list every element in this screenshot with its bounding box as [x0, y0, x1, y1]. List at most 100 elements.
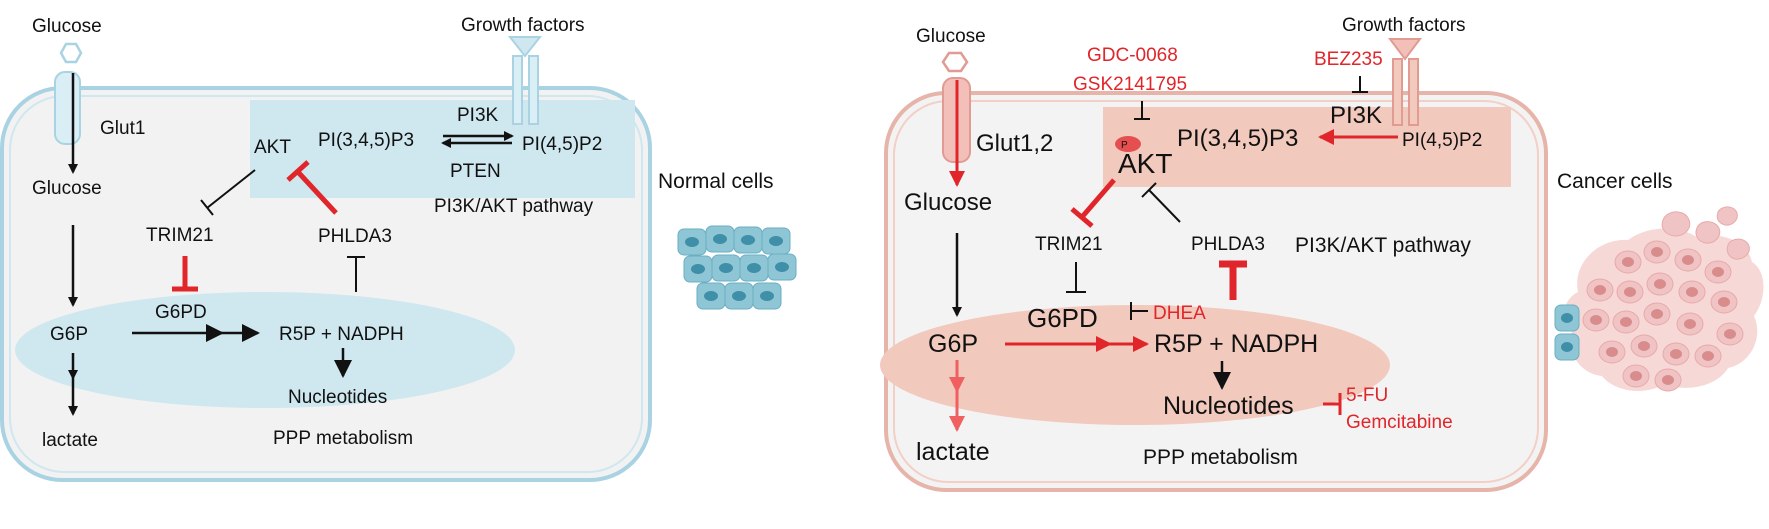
cancer-cell-outlier: [1716, 206, 1738, 226]
normal-cell: [752, 282, 782, 310]
normal-pten-label: PTEN: [450, 161, 501, 182]
normal-akt-label: AKT: [254, 137, 291, 158]
normal-nucleotides-label: Nucleotides: [288, 387, 387, 408]
cancer-pi3k-label: PI3K: [1330, 102, 1382, 129]
normal-cell: [696, 282, 726, 310]
normal-pip3-label: PI(3,4,5)P3: [318, 130, 414, 151]
normal-cell: [767, 253, 797, 281]
cancer-growth-factors-label: Growth factors: [1342, 15, 1466, 36]
cancer-cell: [1704, 260, 1732, 284]
cancer-cell: [1582, 308, 1610, 332]
cancer-cell: [1654, 368, 1682, 392]
cancer-pathway-label: PI3K/AKT pathway: [1295, 234, 1471, 257]
normal-glut-channel: [54, 71, 81, 145]
cancer-cell: [1586, 278, 1614, 302]
normal-cell: [733, 226, 763, 254]
cancer-glucose-hexagon: [941, 51, 969, 73]
cancer-akt-label: AKT: [1118, 148, 1172, 179]
normal-inhibit-phlda3-akt: [296, 170, 338, 215]
cancer-cell: [1662, 342, 1690, 366]
normal-lactate-label: lactate: [42, 430, 98, 451]
normal-ppp-label: PPP metabolism: [273, 428, 413, 449]
normal-inhibit-akt-trim21: [206, 169, 256, 209]
normal-cell: [761, 227, 791, 255]
cancer-drug-gdc0068-label: GDC-0068: [1087, 45, 1178, 66]
cancer-r5p-label: R5P + NADPH: [1154, 330, 1318, 358]
normal-cell: [711, 254, 741, 282]
cancer-trim21-label: TRIM21: [1035, 234, 1103, 255]
cancer-cell-outlier: [1695, 221, 1721, 244]
normal-r5p-label: R5P + NADPH: [279, 324, 404, 345]
cancer-cell: [1678, 280, 1706, 304]
cancer-phospho-marker: [1115, 136, 1141, 152]
cancer-cell: [1614, 250, 1642, 274]
cancer-glut-label: Glut1,2: [976, 130, 1053, 157]
cancer-g6pd-label: G6PD: [1027, 303, 1098, 333]
normal-inhibit-phlda3-akt-bar: [286, 160, 310, 182]
cancer-cell-outlier: [1661, 211, 1691, 237]
cancer-cell: [1710, 290, 1738, 314]
normal-trim21-label: TRIM21: [146, 225, 214, 246]
cancer-drug-gemcitabine-label: Gemcitabine: [1346, 412, 1453, 433]
normal-inhibit-akt-trim21-bar: [200, 199, 214, 216]
normal-glucose-top-label: Glucose: [32, 16, 102, 37]
normal-panel: Glucose Growth factors Glut1 PI3K PI(3,4…: [0, 15, 797, 482]
cancer-pi3k-region: [1103, 107, 1511, 187]
cancer-cell: [1646, 272, 1674, 296]
cancer-phlda3-label: PHLDA3: [1191, 234, 1265, 255]
cancer-receptor-right: [1408, 58, 1419, 126]
normal-cells-label: Normal cells: [658, 170, 774, 193]
cancer-cell: [1643, 302, 1671, 326]
cancer-pip2-label: PI(4,5)P2: [1402, 130, 1482, 151]
cancer-cell: [1694, 344, 1722, 368]
cancer-cell-outlier: [1726, 238, 1750, 260]
cancer-ppp-region: [880, 305, 1390, 425]
cancer-inhibit-akt-trim21-bar: [1070, 207, 1094, 228]
normal-receptor-left: [512, 55, 523, 125]
cancer-cell: [1612, 310, 1640, 334]
normal-g6pd-label: G6PD: [155, 302, 207, 323]
cancer-g6p-label: G6P: [928, 330, 978, 358]
cancer-cell: [1616, 280, 1644, 304]
normal-g6p-label: G6P: [50, 324, 88, 345]
normal-growth-factor-triangle: [507, 36, 543, 58]
cancer-drug-gsk2141795-label: GSK2141795: [1073, 74, 1187, 95]
normal-pi3k-region: [250, 100, 635, 198]
cancer-glucose-label: Glucose: [904, 189, 992, 216]
cancer-cell: [1716, 322, 1744, 346]
cancer-nucleotides-label: Nucleotides: [1163, 392, 1294, 420]
cancer-cell: [1643, 240, 1671, 264]
normal-cell: [677, 228, 707, 256]
cancer-panel: P Glucose Growth factors GDC-0068 GSK214…: [880, 15, 1764, 492]
cancer-membrane-inner: [893, 100, 1539, 483]
cancer-cells-cluster: [1554, 206, 1764, 392]
normal-pathway-label: PI3K/AKT pathway: [434, 196, 594, 217]
cancer-dhea-label: DHEA: [1153, 303, 1206, 324]
normal-cell: [705, 225, 735, 253]
normal-cell: [683, 255, 713, 283]
cancer-ppp-label: PPP metabolism: [1143, 446, 1298, 469]
normal-pip2-label: PI(4,5)P2: [522, 134, 602, 155]
cancer-receptor-left: [1392, 58, 1403, 126]
cancer-glucose-top-label: Glucose: [916, 26, 986, 47]
cancer-drug-5fu-label: 5-FU: [1346, 385, 1388, 406]
cancer-cell: [1674, 248, 1702, 272]
normal-phlda3-label: PHLDA3: [318, 226, 392, 247]
cancer-drug-bez235-label: BEZ235: [1314, 49, 1383, 70]
normal-cell: [739, 254, 769, 282]
normal-pi3k-label: PI3K: [457, 105, 499, 126]
normal-growth-factors-label: Growth factors: [461, 15, 585, 36]
cancer-growth-factor-triangle: [1388, 38, 1422, 61]
normal-membrane-inner: [9, 95, 643, 473]
cancer-cells-label: Cancer cells: [1557, 170, 1673, 193]
normal-glut-label: Glut1: [100, 118, 145, 139]
normal-cell: [1554, 333, 1580, 361]
cancer-phospho-label: P: [1121, 140, 1128, 151]
cancer-cell: [1676, 312, 1704, 336]
normal-receptor-right: [528, 55, 539, 125]
normal-glucose-hexagon: [59, 42, 83, 64]
cancer-pip3-label: PI(3,4,5)P3: [1177, 125, 1298, 152]
normal-cells-cluster: [677, 225, 797, 310]
cancer-cell: [1622, 364, 1650, 388]
